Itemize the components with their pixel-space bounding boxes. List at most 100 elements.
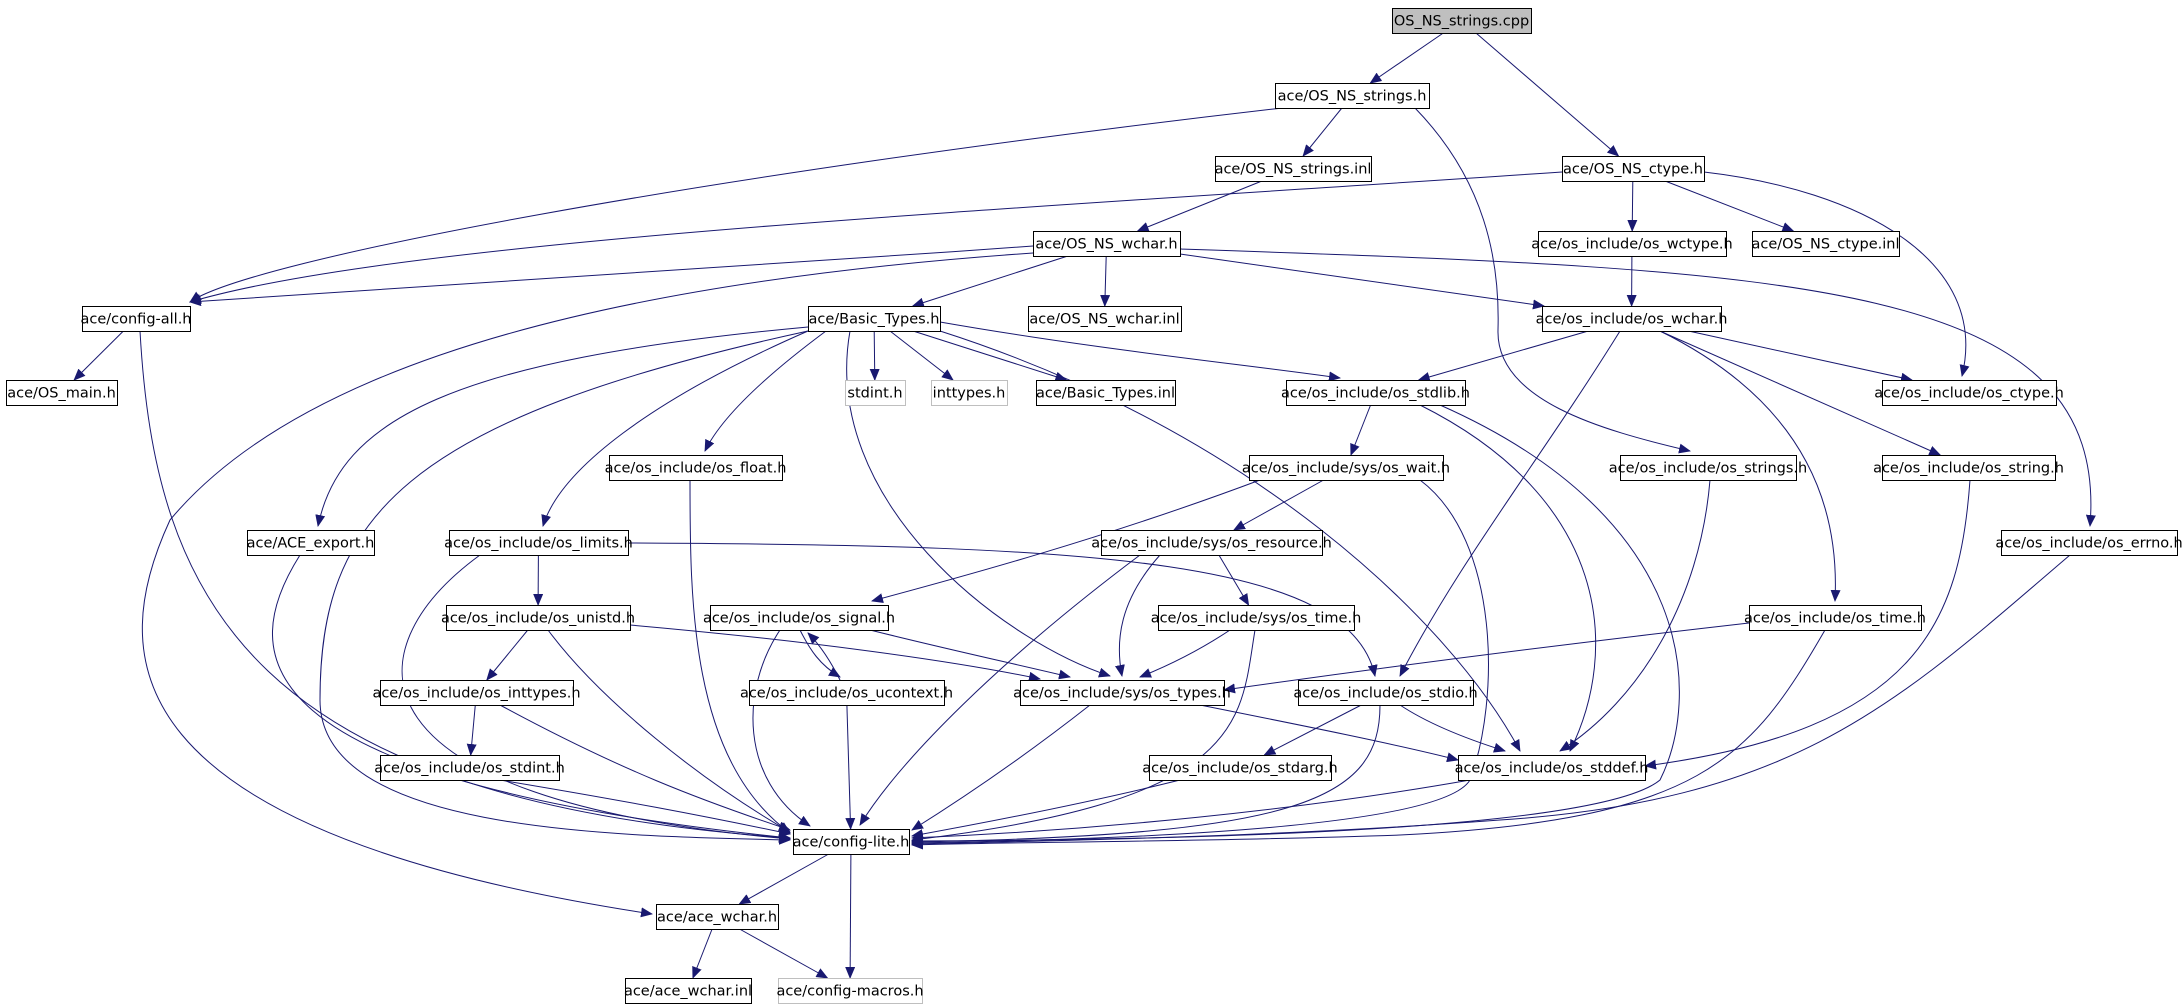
node-label: ace/os_include/sys/os_resource.h: [1091, 536, 1332, 552]
node-os-ucontext-h[interactable]: ace/os_include/os_ucontext.h: [740, 680, 953, 706]
node-os-unistd-h[interactable]: ace/os_include/os_unistd.h: [441, 605, 635, 631]
node-box: [1275, 83, 1430, 109]
edge-basic_types_h-to-os_limits_h: [541, 330, 809, 527]
edge-os_stdlib_h-to-os_stddef_h: [1419, 404, 1597, 752]
node-os-ns-ctype-h[interactable]: ace/OS_NS_ctype.h: [1562, 156, 1705, 182]
node-box: [710, 605, 889, 631]
edge-sys_os_resource_h-to-sys_os_types_h: [1114, 554, 1161, 677]
node-config-lite-h[interactable]: ace/config-lite.h: [793, 829, 910, 855]
node-os-stdio-h[interactable]: ace/os_include/os_stdio.h: [1293, 680, 1478, 706]
node-box: [1562, 156, 1705, 182]
edge-os_stdio_h-to-os_stdarg_h: [1263, 704, 1362, 756]
node-sys-os-wait-h[interactable]: ace/os_include/sys/os_wait.h: [1242, 455, 1450, 481]
node-box: [1542, 306, 1722, 332]
edge-os_wchar_h-to-os_stdio_h: [1399, 330, 1621, 677]
node-root[interactable]: OS_NS_strings.cpp: [1392, 8, 1532, 34]
node-box: [1882, 380, 2057, 406]
edge-os_ns_wchar_h-to-os_wchar_h: [1179, 253, 1545, 310]
node-os-errno-h[interactable]: ace/os_include/os_errno.h: [1995, 530, 2183, 556]
edge-sys_os_time_h-to-config_lite_h: [911, 629, 1256, 844]
node-basic-types-inl[interactable]: ace/Basic_Types.inl: [1036, 380, 1176, 406]
node-label: ace/os_include/os_stdint.h: [374, 761, 565, 777]
node-box: [931, 380, 1008, 406]
node-box: [749, 680, 945, 706]
node-os-string-h[interactable]: ace/os_include/os_string.h: [1873, 455, 2064, 481]
edge-os_signal_h-to-os_ucontext_h: [799, 629, 841, 678]
node-label: ace/os_include/os_inttypes.h: [372, 686, 580, 702]
node-os-inttypes-h[interactable]: ace/os_include/os_inttypes.h: [372, 680, 581, 706]
node-box: [1215, 156, 1372, 182]
node-os-main-h[interactable]: ace/OS_main.h: [6, 380, 118, 406]
node-os-ns-wchar-h[interactable]: ace/OS_NS_wchar.h: [1033, 231, 1181, 257]
node-box: [1538, 231, 1727, 257]
node-box: [1033, 231, 1181, 257]
node-os-stdint-h[interactable]: ace/os_include/os_stdint.h: [374, 755, 565, 781]
node-label: ace/os_include/os_signal.h: [703, 611, 895, 627]
node-sys-os-time-h[interactable]: ace/os_include/sys/os_time.h: [1151, 605, 1362, 631]
edge-os_ns_wchar_h-to-ace_wchar_h: [141, 252, 1034, 918]
node-label: ace/os_include/os_stdio.h: [1293, 686, 1477, 702]
node-os-stdarg-h[interactable]: ace/os_include/os_stdarg.h: [1142, 755, 1338, 781]
node-label: ace/os_include/os_wctype.h: [1531, 237, 1732, 253]
node-os-wchar-h[interactable]: ace/os_include/os_wchar.h: [1536, 306, 1728, 332]
node-box: [1149, 755, 1332, 781]
node-label: stdint.h: [847, 386, 902, 402]
node-ace-wchar-h[interactable]: ace/ace_wchar.h: [656, 904, 779, 930]
node-label: ace/Basic_Types.inl: [1036, 386, 1175, 402]
edge-os_ucontext_h-to-config_lite_h: [845, 704, 856, 830]
edge-os_wchar_h-to-os_string_h: [1659, 330, 1942, 456]
node-config-macros-h: ace/config-macros.h: [776, 978, 924, 1004]
edge-basic_types_h-to-os_stddef_h: [939, 330, 1521, 752]
node-box: [446, 605, 631, 631]
node-os-strings-h[interactable]: ace/os_include/os_strings.h: [1609, 455, 1807, 481]
edge-config_lite_h-to-config_macros_h: [845, 853, 856, 979]
edge-os_signal_h-to-sys_os_types_h: [869, 629, 1071, 680]
node-ace-wchar-inl[interactable]: ace/ace_wchar.inl: [624, 978, 752, 1004]
node-os-ns-wchar-inl[interactable]: ace/OS_NS_wchar.inl: [1028, 306, 1182, 332]
edge-os_float_h-to-config_lite_h: [689, 479, 791, 834]
node-label: ace/ACE_export.h: [247, 536, 375, 552]
node-basic-types-h[interactable]: ace/Basic_Types.h: [808, 306, 941, 332]
node-os-ns-ctype-inl[interactable]: ace/OS_NS_ctype.inl: [1751, 231, 1900, 257]
node-label: ace/OS_main.h: [7, 386, 116, 402]
node-label: ace/os_include/os_strings.h: [1609, 461, 1807, 477]
node-box: [1392, 8, 1532, 34]
node-label: ace/os_include/os_float.h: [605, 461, 787, 477]
edge-basic_types_h-to-config_lite_h: [319, 330, 809, 845]
node-label: ace/OS_NS_strings.h: [1278, 89, 1427, 105]
node-os-limits-h[interactable]: ace/os_include/os_limits.h: [444, 530, 633, 556]
node-os-signal-h[interactable]: ace/os_include/os_signal.h: [703, 605, 895, 631]
node-ace-export-h[interactable]: ace/ACE_export.h: [247, 530, 375, 556]
node-os-stdlib-h[interactable]: ace/os_include/os_stdlib.h: [1281, 380, 1470, 406]
edge-os_unistd_h-to-config_lite_h: [547, 629, 791, 833]
node-label: ace/OS_NS_ctype.inl: [1751, 237, 1899, 253]
node-label: ace/os_include/os_errno.h: [1995, 536, 2182, 552]
node-os-wctype-h[interactable]: ace/os_include/os_wctype.h: [1531, 231, 1733, 257]
edge-ace_wchar_h-to-config_macros_h: [739, 928, 829, 979]
node-os-ns-strings-h[interactable]: ace/OS_NS_strings.h: [1275, 83, 1430, 109]
node-label: inttypes.h: [933, 386, 1006, 402]
node-box: [609, 455, 783, 481]
node-os-time-h[interactable]: ace/os_include/os_time.h: [1744, 605, 1926, 631]
edge-layer: [73, 32, 2096, 979]
edge-config_all_h-to-os_main_h: [73, 330, 124, 381]
node-os-ns-strings-inl[interactable]: ace/OS_NS_strings.inl: [1215, 156, 1372, 182]
node-label: OS_NS_strings.cpp: [1394, 14, 1529, 30]
edge-os_errno_h-to-config_lite_h: [911, 554, 2071, 849]
node-box: [380, 680, 574, 706]
node-box: [778, 978, 923, 1004]
node-sys-os-resource-h[interactable]: ace/os_include/sys/os_resource.h: [1091, 530, 1332, 556]
node-box: [1028, 306, 1182, 332]
edge-os_ns_strings_h-to-config_all_h: [189, 107, 1283, 303]
node-label: ace/os_include/os_ctype.h: [1874, 386, 2064, 402]
edge-sys_os_wait_h-to-os_signal_h: [871, 479, 1261, 603]
edge-sys_os_wait_h-to-config_lite_h: [911, 479, 1489, 848]
node-label: ace/os_include/os_ucontext.h: [740, 686, 953, 702]
node-config-all-h[interactable]: ace/config-all.h: [80, 306, 192, 332]
node-os-ctype-h[interactable]: ace/os_include/os_ctype.h: [1874, 380, 2064, 406]
edge-os_ucontext_h-to-os_signal_h: [807, 632, 841, 681]
node-os-stddef-h[interactable]: ace/os_include/os_stddef.h: [1455, 755, 1649, 781]
node-sys-os-types-h[interactable]: ace/os_include/sys/os_types.h: [1013, 680, 1231, 706]
node-box: [82, 306, 191, 332]
node-os-float-h[interactable]: ace/os_include/os_float.h: [605, 455, 787, 481]
